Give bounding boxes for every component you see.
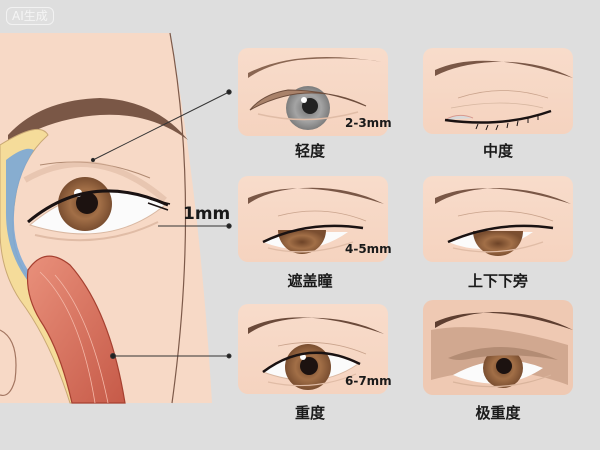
main-measure-label: 1mm	[183, 204, 231, 224]
eye-card-upper-lower	[423, 176, 573, 262]
panel-label-cover-pupil: 遮盖瞳	[287, 272, 333, 290]
panel-label-extreme: 极重度	[475, 404, 521, 422]
panel-label-upper-lower: 上下下旁	[467, 272, 528, 290]
panel-measure-severe: 6-7mm	[345, 374, 392, 388]
face-cross-section	[0, 32, 212, 404]
panel-label-severe: 重度	[294, 404, 325, 422]
panel-measure-cover-pupil: 4-5mm	[345, 242, 392, 256]
ai-generated-badge: AI生成	[6, 7, 54, 25]
eye-card-severe	[238, 304, 388, 394]
panel-label-mild: 轻度	[294, 142, 325, 160]
pointer-lines	[90, 89, 232, 359]
eye-card-extreme	[423, 300, 573, 395]
eye-card-moderate	[423, 48, 573, 134]
panel-measure-mild: 2-3mm	[345, 116, 392, 130]
eye-card-cover-pupil	[238, 176, 388, 262]
panel-label-moderate: 中度	[482, 142, 513, 160]
eye-card-mild	[238, 48, 388, 136]
